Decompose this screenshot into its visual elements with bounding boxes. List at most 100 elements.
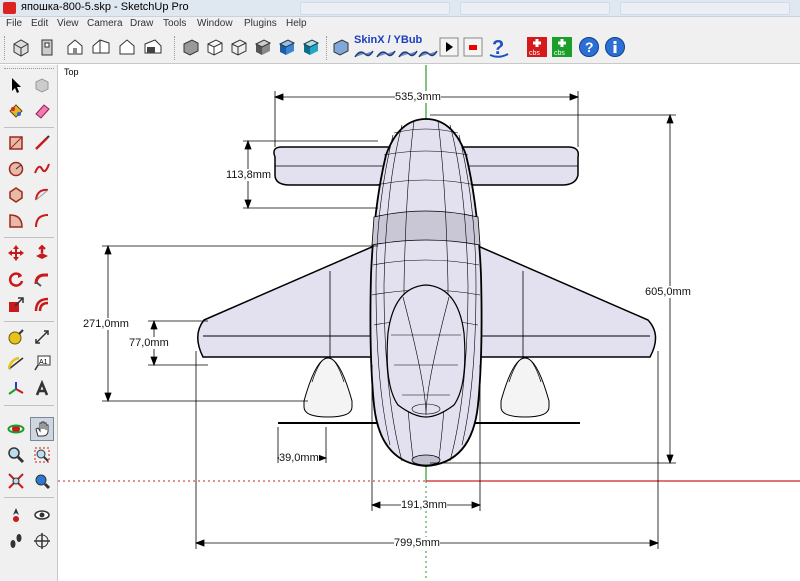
toolbar-grip[interactable]	[4, 68, 54, 71]
menu-tools[interactable]: Tools	[163, 18, 187, 29]
svg-text:?: ?	[492, 37, 504, 58]
3d-text-icon[interactable]	[30, 377, 54, 401]
menu-help[interactable]: Help	[286, 18, 307, 29]
left-engine-nacelle	[303, 357, 353, 418]
pan-hand-icon[interactable]	[30, 417, 54, 441]
toolbar-separator	[4, 497, 54, 498]
polygon-icon[interactable]	[4, 183, 28, 207]
section-plane-icon[interactable]	[30, 529, 54, 553]
iso-view-icon[interactable]	[10, 36, 32, 58]
walk-icon[interactable]	[4, 529, 28, 553]
push-pull-icon[interactable]	[30, 241, 54, 265]
help-icon[interactable]: ?	[578, 36, 600, 58]
circle-icon[interactable]	[4, 157, 28, 181]
cbs-label: cbs	[554, 50, 565, 57]
orbit-icon[interactable]	[4, 417, 28, 441]
skinx-smooth-icon[interactable]	[398, 48, 418, 60]
position-camera-icon[interactable]	[4, 503, 28, 527]
menu-plugins[interactable]: Plugins	[244, 18, 277, 29]
fuselage-band	[371, 210, 481, 246]
dimension-icon[interactable]	[30, 325, 54, 349]
info-icon[interactable]	[604, 36, 626, 58]
rectangle-icon[interactable]	[4, 131, 28, 155]
xray-style-icon[interactable]	[180, 36, 202, 58]
wireframe-style-icon[interactable]	[204, 36, 226, 58]
dimension-label-wingspan[interactable]: 799,5mm	[394, 537, 440, 549]
right-engine-nacelle	[500, 357, 550, 418]
eraser-icon[interactable]	[30, 99, 54, 123]
cbs-label: cbs	[529, 50, 540, 57]
monochrome-style-icon[interactable]	[300, 36, 322, 58]
make-component-icon[interactable]	[30, 73, 54, 97]
menu-camera[interactable]: Camera	[87, 18, 123, 29]
menu-view[interactable]: View	[57, 18, 79, 29]
toolbar-grip[interactable]	[174, 36, 177, 60]
zoom-window-icon[interactable]	[30, 443, 54, 467]
toolbar-grip[interactable]	[4, 36, 7, 60]
menu-file[interactable]: File	[6, 18, 23, 29]
shaded-style-icon[interactable]	[252, 36, 274, 58]
scene-view-label: Top	[64, 67, 79, 77]
select-arrow-icon[interactable]	[4, 73, 28, 97]
pencil-line-icon[interactable]	[30, 131, 54, 155]
right-view-icon[interactable]	[90, 36, 112, 58]
background-browser-tab	[460, 2, 610, 15]
freehand-icon[interactable]	[30, 157, 54, 181]
follow-me-icon[interactable]	[30, 267, 54, 291]
text-icon[interactable]: A1	[30, 351, 54, 375]
toolbar-separator	[4, 127, 54, 128]
question-icon[interactable]: ?	[488, 36, 510, 58]
paint-bucket-icon[interactable]	[4, 99, 28, 123]
tape-measure-icon[interactable]	[4, 325, 28, 349]
dimension-label-top-span[interactable]: 535,3mm	[395, 91, 441, 103]
front-view-icon[interactable]	[64, 36, 86, 58]
look-around-icon[interactable]	[30, 503, 54, 527]
menu-edit[interactable]: Edit	[31, 18, 49, 29]
two-point-arc-icon[interactable]	[30, 209, 54, 233]
menu-draw[interactable]: Draw	[130, 18, 154, 29]
pie-icon[interactable]	[4, 209, 28, 233]
ybub-tool-icon[interactable]	[418, 48, 438, 60]
shaded-texture-style-icon[interactable]	[276, 36, 298, 58]
toolbar-grip[interactable]	[326, 36, 329, 60]
top-view-icon[interactable]	[36, 36, 58, 58]
offset-icon[interactable]	[30, 293, 54, 317]
sketchup-app-icon	[3, 2, 16, 14]
model-info-icon[interactable]	[330, 36, 352, 58]
window-title: япошка-800-5.skp - SketchUp Pro	[21, 1, 189, 13]
left-tool-palette: A1	[0, 65, 58, 581]
scale-icon[interactable]	[4, 293, 28, 317]
axes-icon[interactable]	[4, 377, 28, 401]
text-tool-label: A1	[39, 359, 48, 366]
nose-cap	[411, 454, 441, 466]
airplane-drawing	[58, 65, 800, 581]
dimension-label-tail-depth[interactable]: 113,8mm	[226, 169, 272, 181]
cbs-icon[interactable]: cbs	[526, 36, 548, 58]
left-view-icon[interactable]	[142, 36, 164, 58]
dimension-label-height[interactable]: 605,0mm	[645, 286, 691, 298]
cbs-plus-icon[interactable]: cbs	[551, 36, 573, 58]
arc-icon[interactable]	[30, 183, 54, 207]
dimension-label-fuselage-width[interactable]: 191,3mm	[401, 499, 447, 511]
dimension-label-engine-depth[interactable]: 77,0mm	[129, 337, 169, 349]
rotate-icon[interactable]	[4, 267, 28, 291]
protractor-icon[interactable]	[4, 351, 28, 375]
stop-icon[interactable]	[462, 36, 484, 58]
hidden-line-style-icon[interactable]	[228, 36, 250, 58]
right-engine-inner	[508, 357, 542, 383]
toolbar-separator	[4, 321, 54, 322]
menu-window[interactable]: Window	[197, 18, 233, 29]
toolbar-separator	[4, 405, 54, 406]
zoom-extents-icon[interactable]	[4, 469, 28, 493]
previous-view-icon[interactable]	[30, 469, 54, 493]
back-view-icon[interactable]	[116, 36, 138, 58]
move-icon[interactable]	[4, 241, 28, 265]
dimension-label-wing-depth[interactable]: 271,0mm	[83, 318, 129, 330]
background-browser-tab	[300, 2, 450, 15]
dimension-label-wheel-width[interactable]: 39,0mm	[279, 452, 319, 464]
skinx-tool-icon[interactable]	[354, 48, 374, 60]
modeling-viewport[interactable]: Top	[58, 65, 800, 581]
zoom-icon[interactable]	[4, 443, 28, 467]
play-icon[interactable]	[438, 36, 460, 58]
skinx-subdivide-icon[interactable]	[376, 48, 396, 60]
